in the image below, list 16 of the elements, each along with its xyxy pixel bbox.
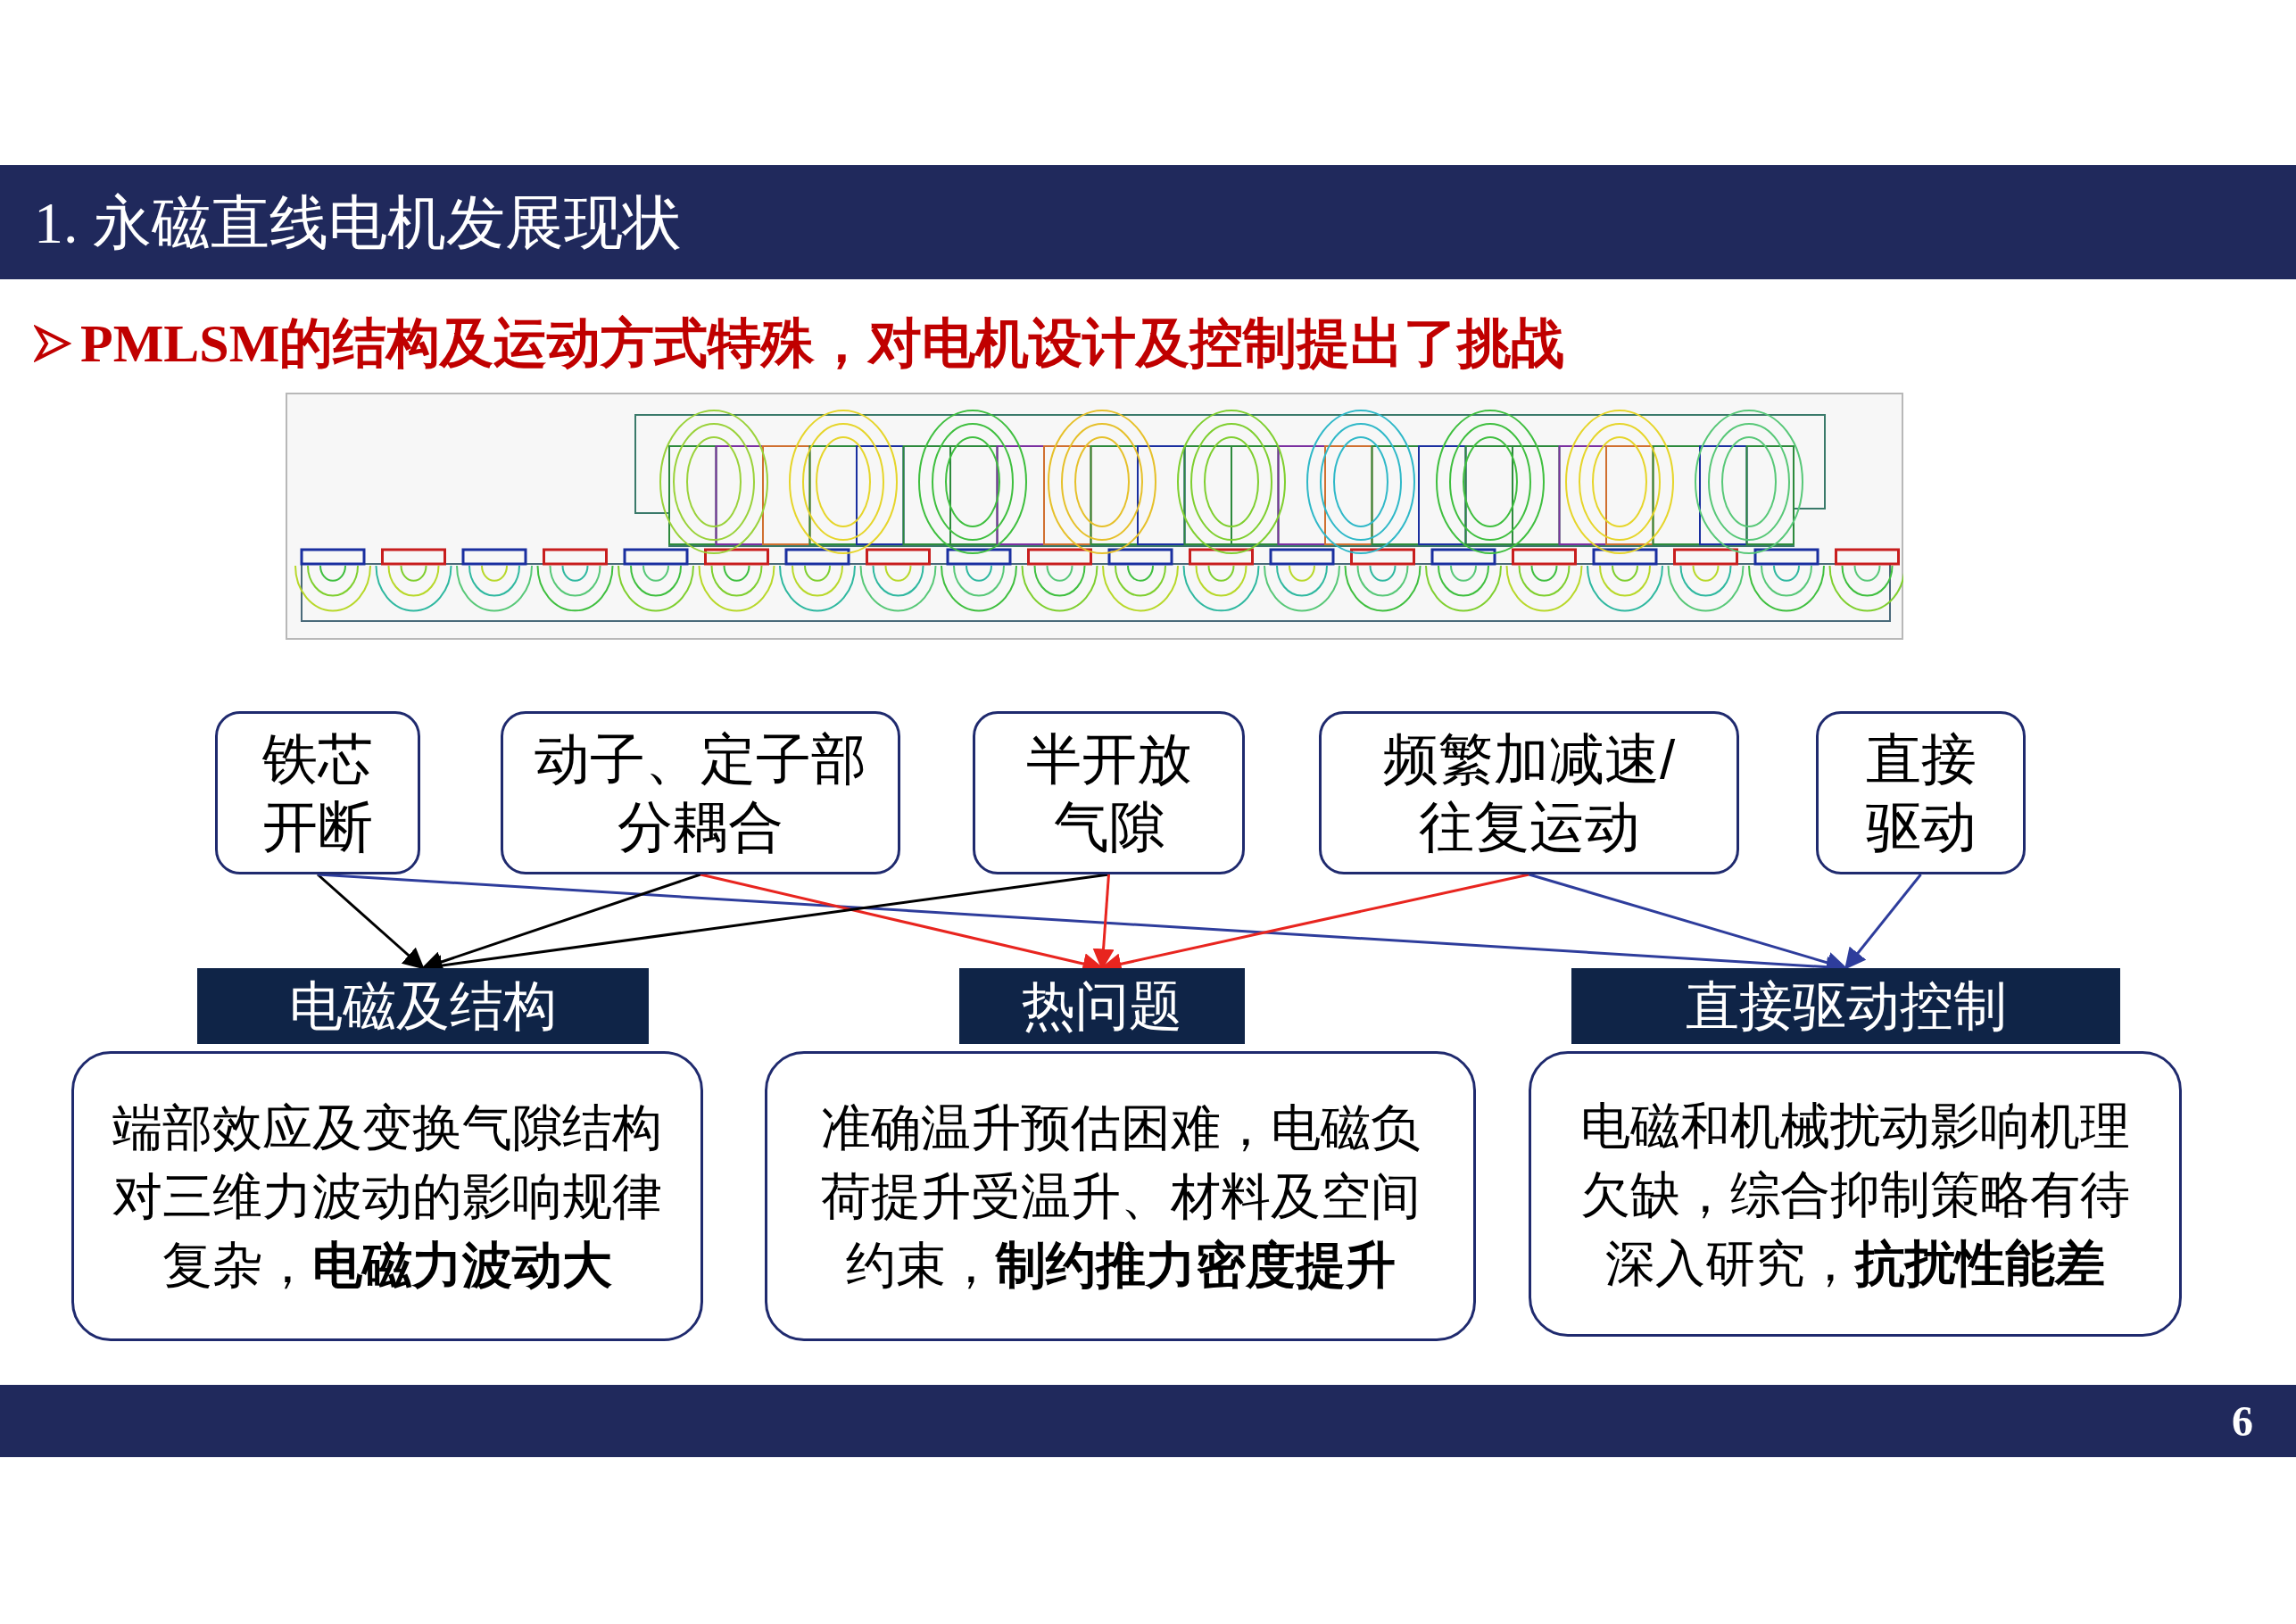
category-header: 电磁及结构	[197, 968, 649, 1044]
cause-box: 铁芯开断	[215, 711, 420, 874]
category-header: 热问题	[959, 968, 1245, 1044]
title-bar: 1. 永磁直线电机发展现状	[0, 165, 2296, 279]
arrow	[1844, 874, 1922, 970]
cause-box: 动子、定子部分耦合	[501, 711, 900, 874]
category-header: 直接驱动控制	[1571, 968, 2120, 1044]
cause-box: 半开放气隙	[973, 711, 1245, 874]
cause-box: 频繁加减速/往复运动	[1319, 711, 1739, 874]
problem-box: 端部效应及变换气隙结构对三维力波动的影响规律复杂，电磁力波动大	[71, 1051, 703, 1341]
problem-box: 电磁和机械扰动影响机理欠缺，综合抑制策略有待深入研究，抗扰性能差	[1529, 1051, 2182, 1337]
arrow	[317, 873, 425, 970]
footer-bar: 6	[0, 1385, 2296, 1457]
subtitle: PMLSM的结构及运动方式特殊，对电机设计及控制提出了挑战	[80, 313, 1565, 375]
cause-box: 直接驱动	[1816, 711, 2026, 874]
problem-box: 准确温升预估困难，电磁负荷提升受温升、材料及空间约束，制约推力密度提升	[765, 1051, 1476, 1341]
